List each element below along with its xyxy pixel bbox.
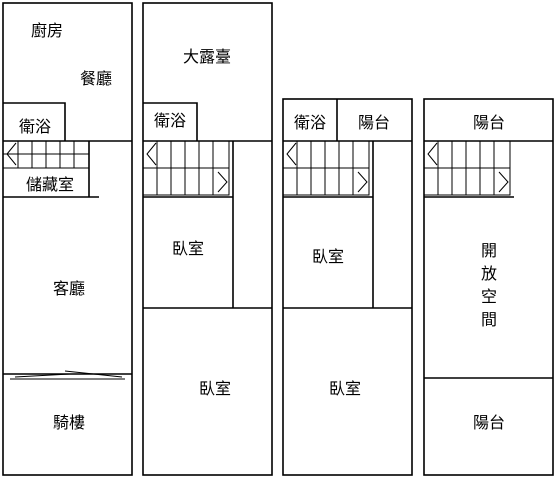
room-label-bedroom-b: 臥室 <box>199 379 231 398</box>
room-label-bathroom: 衛浴 <box>19 117 51 136</box>
floor-4-outline <box>423 98 554 476</box>
floor-4-stairs <box>423 140 511 196</box>
floor-1-sliding-door <box>3 370 132 380</box>
room-label-balcony: 陽台 <box>358 113 390 132</box>
room-label-bedroom-a: 臥室 <box>172 239 204 258</box>
room-label-living: 客廳 <box>53 279 85 298</box>
floor-2-bathroom-wall <box>143 102 198 141</box>
floor-4: 陽台 開 放 空 間 陽台 <box>423 98 554 476</box>
floor-1: 廚房 餐廳 衛浴 儲藏室 客廳 騎樓 <box>2 2 133 476</box>
room-label-storage: 儲藏室 <box>26 175 74 194</box>
room-label-bathroom: 衛浴 <box>154 111 186 130</box>
room-label-arcade: 騎樓 <box>53 413 85 432</box>
room-label-open-space-2: 放 <box>481 264 497 283</box>
floor-3-stairs <box>282 140 370 196</box>
floor-3: 衛浴 陽台 臥室 臥室 <box>282 98 413 476</box>
room-label-bedroom-a: 臥室 <box>312 247 344 266</box>
floor-3-outline <box>282 98 413 476</box>
floor-1-outline <box>2 2 133 476</box>
room-label-balcony-bottom: 陽台 <box>473 413 505 432</box>
floor-2-outline <box>142 2 273 476</box>
room-label-dining: 餐廳 <box>80 69 112 88</box>
room-label-kitchen: 廚房 <box>31 21 63 40</box>
room-label-balcony-top: 陽台 <box>473 113 505 132</box>
floor-1-bathroom-wall <box>3 102 66 141</box>
room-label-open-space-1: 開 <box>481 241 497 260</box>
room-label-bathroom: 衛浴 <box>294 113 326 132</box>
floor-1-stairs <box>2 140 90 169</box>
room-label-open-space-3: 空 <box>481 287 497 306</box>
floor-2-stairs <box>142 140 230 196</box>
room-label-terrace: 大露臺 <box>183 47 231 66</box>
floor-2: 大露臺 衛浴 臥室 臥室 <box>142 2 273 476</box>
room-label-bedroom-b: 臥室 <box>329 379 361 398</box>
room-label-open-space-4: 間 <box>481 310 497 329</box>
